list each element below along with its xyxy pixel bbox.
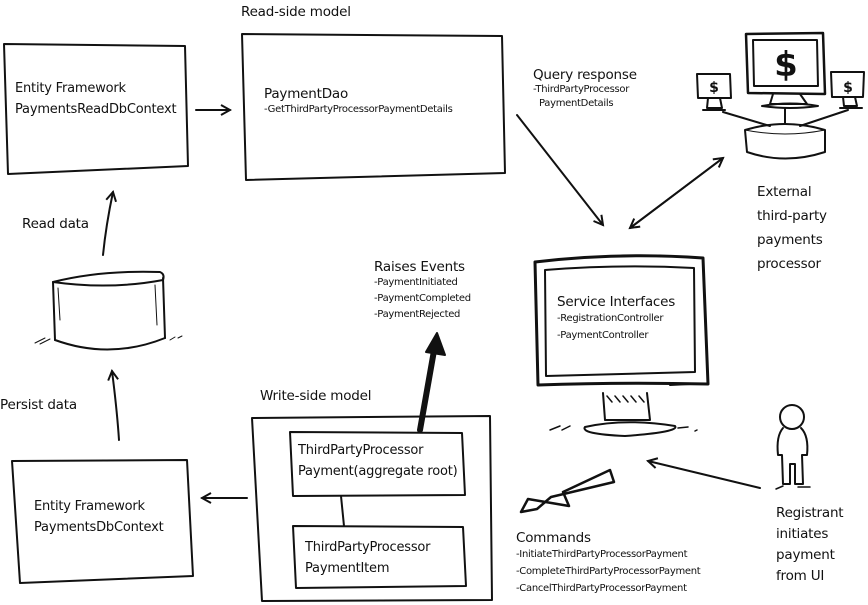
query-response-line: PaymentDetails (539, 98, 614, 109)
payment-dao-box (241, 33, 506, 181)
event-item: -PaymentRejected (374, 309, 461, 320)
aggregate-connector (340, 495, 345, 527)
event-item: -PaymentInitiated (374, 277, 458, 288)
external-processor-line: processor (757, 256, 821, 272)
registrant-label: Registrant initiates payment from UI (776, 503, 844, 587)
command-item: -CompleteThirdPartyProcessorPayment (516, 566, 701, 577)
ef-write-line2: PaymentsDbContext (34, 520, 164, 535)
command-item: -CancelThirdPartyProcessorPayment (516, 583, 687, 594)
payment-item-text: ThirdPartyProcessor PaymentItem (305, 537, 431, 579)
arrow-persist-data (112, 371, 120, 441)
arrow-raises-events (417, 342, 438, 433)
ef-write-box (11, 459, 194, 584)
ef-read-box-text: Entity Framework PaymentsReadDbContext (15, 78, 177, 120)
aggregate-line2: Payment(aggregate root) (298, 464, 458, 479)
arrow-registrant (648, 461, 761, 489)
person-icon (775, 404, 811, 490)
ef-read-line2: PaymentsReadDbContext (15, 102, 177, 117)
query-response: Query response -ThirdPartyProcessor Paym… (533, 67, 637, 111)
payment-dao-title: PaymentDao (264, 86, 349, 102)
aggregate-line1: ThirdPartyProcessor (298, 443, 424, 458)
registrant-line: initiates (776, 526, 829, 542)
query-response-line: -ThirdPartyProcessor (533, 84, 630, 95)
dollar-icon: $ (709, 80, 719, 96)
payment-item-line1: ThirdPartyProcessor (305, 540, 431, 555)
read-side-title: Read-side model (241, 4, 351, 20)
payment-dao-method: -GetThirdPartyProcessorPaymentDetails (264, 104, 453, 115)
write-side-title: Write-side model (260, 388, 372, 404)
payment-item-line2: PaymentItem (305, 561, 390, 576)
external-processor-line: payments (757, 232, 823, 248)
arrow-read-data (102, 192, 113, 256)
ef-read-line1: Entity Framework (15, 81, 126, 96)
payment-dao-text: PaymentDao -GetThirdPartyProcessorPaymen… (264, 86, 453, 118)
dollar-icon: $ (843, 80, 853, 96)
external-processor-line: third-party (757, 208, 827, 224)
service-interfaces-title: Service Interfaces (557, 294, 676, 310)
write-side-box (251, 415, 493, 602)
arrow-commands (519, 468, 616, 514)
commands: Commands -InitiateThirdPartyProcessorPay… (516, 530, 701, 597)
registrant-line: Registrant (776, 505, 844, 521)
service-interfaces: Service Interfaces -RegistrationControll… (557, 294, 675, 344)
arrow-query-response (516, 114, 603, 225)
raises-events-title: Raises Events (374, 259, 465, 275)
ef-write-line1: Entity Framework (34, 499, 145, 514)
database-icon (34, 270, 183, 351)
registrant-line: payment (776, 547, 835, 563)
raises-events: Raises Events -PaymentInitiated -Payment… (374, 259, 471, 323)
read-data-label: Read data (22, 216, 89, 232)
command-item: -InitiateThirdPartyProcessorPayment (516, 549, 688, 560)
dollar-icon: $ (774, 45, 798, 85)
aggregate-root-box (289, 431, 466, 497)
commands-title: Commands (516, 530, 591, 546)
external-processor-label: External third-party payments processor (757, 180, 827, 276)
query-response-title: Query response (533, 67, 637, 83)
registrant-line: from UI (776, 568, 825, 584)
payment-item-box (292, 525, 467, 589)
ef-write-box-text: Entity Framework PaymentsDbContext (34, 496, 164, 538)
service-interface-item: -RegistrationController (557, 313, 664, 324)
payment-servers-icon (696, 31, 865, 160)
external-processor-line: External (757, 184, 812, 200)
monitor-icon (533, 254, 710, 437)
persist-data-label: Persist data (0, 397, 77, 413)
ef-read-box (3, 43, 189, 175)
event-item: -PaymentCompleted (374, 293, 471, 304)
aggregate-root-text: ThirdPartyProcessor Payment(aggregate ro… (298, 440, 458, 482)
service-interface-item: -PaymentController (557, 330, 649, 341)
